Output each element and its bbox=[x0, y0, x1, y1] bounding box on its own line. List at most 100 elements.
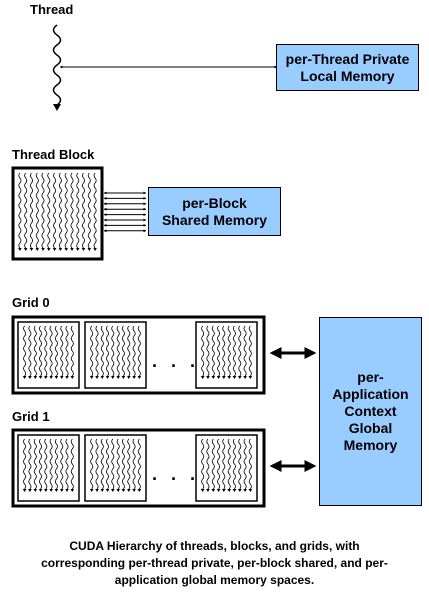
block-thread-arrowhead-3 bbox=[29, 248, 34, 251]
block-thread-arrowhead-7 bbox=[52, 248, 57, 251]
thread-block-threads bbox=[18, 172, 97, 251]
thread-squiggle-arrowhead bbox=[53, 104, 61, 111]
grid0-block3-thread-7 bbox=[232, 325, 236, 377]
per-thread-local-memory: per-Thread Private Local Memory bbox=[276, 44, 419, 91]
grid0-block1-thread-4 bbox=[39, 325, 42, 377]
global-memory-line2: Application bbox=[332, 386, 409, 402]
block-thread-arrowhead-2 bbox=[23, 248, 28, 251]
block-thread-1 bbox=[18, 172, 22, 249]
per-thread-memory-line1: per-Thread Private bbox=[285, 50, 410, 67]
grid0-block1-thread-arrowhead-9 bbox=[65, 376, 69, 379]
grid0-block3-thread-arrowhead-5 bbox=[222, 376, 226, 379]
grid1-block1-thread-2 bbox=[28, 438, 32, 490]
block-thread-arrowhead-10 bbox=[70, 248, 74, 251]
per-block-memory-line2: Shared Memory bbox=[161, 211, 268, 228]
grid1-block3-thread-arrowhead-2 bbox=[206, 489, 210, 492]
grid0-block3-thread-10 bbox=[248, 325, 252, 377]
grid1-block2-thread-arrowhead-2 bbox=[95, 489, 99, 492]
block-thread-3 bbox=[30, 172, 33, 249]
grid0-block3-thread-arrowhead-3 bbox=[211, 376, 216, 379]
grid1-block3-thread-10 bbox=[248, 438, 252, 490]
grid1-block1-thread-3 bbox=[33, 438, 37, 490]
grid0-block1-thread-2 bbox=[28, 325, 32, 377]
grid0-block2-thread-5 bbox=[111, 325, 115, 377]
grid-0-block-2 bbox=[84, 321, 147, 389]
grid0-block2-thread-4 bbox=[106, 325, 109, 377]
grid0-block3-thread-5 bbox=[222, 325, 226, 377]
grid1-block3-thread-4 bbox=[217, 438, 221, 490]
grid0-block3-thread-arrowhead-1 bbox=[200, 376, 205, 379]
grid1-block1-thread-arrowhead-8 bbox=[60, 489, 64, 492]
grid1-block2-thread-arrowhead-4 bbox=[105, 489, 110, 492]
global-memory-line3: Context bbox=[344, 403, 397, 419]
grid0-block2-thread-2 bbox=[95, 325, 99, 377]
grid0-block1-thread-arrowhead-10 bbox=[70, 376, 75, 379]
grid1-block1-thread-arrowhead-1 bbox=[22, 489, 27, 492]
grid0-block1-thread-arrowhead-4 bbox=[38, 376, 43, 379]
grid0-block2-thread-arrowhead-9 bbox=[132, 376, 136, 379]
grid0-block2-thread-arrowhead-10 bbox=[137, 376, 142, 379]
grid1-block2-thread-2 bbox=[95, 438, 99, 490]
grid1-block2-thread-arrowhead-9 bbox=[132, 489, 136, 492]
grid0-block2-thread-arrowhead-8 bbox=[127, 376, 131, 379]
block-thread-13 bbox=[87, 172, 91, 249]
grid0-block1-thread-1 bbox=[23, 325, 27, 377]
grid1-block2-thread-7 bbox=[121, 438, 125, 490]
grid0-block3-thread-8 bbox=[238, 325, 242, 377]
grid1-block1-thread-arrowhead-6 bbox=[49, 489, 53, 492]
grid1-block3-thread-arrowhead-6 bbox=[227, 489, 231, 492]
block-thread-12 bbox=[82, 172, 85, 249]
caption-line3: application global memory spaces. bbox=[114, 573, 315, 587]
grid1-block1-thread-arrowhead-2 bbox=[28, 489, 32, 492]
grid0-block2-thread-arrowhead-5 bbox=[111, 376, 115, 379]
block-thread-arrowhead-14 bbox=[93, 248, 97, 251]
grid1-block2-thread-arrowhead-10 bbox=[137, 489, 142, 492]
grid0-block1-thread-6 bbox=[49, 325, 53, 377]
grid1-block2-thread-8 bbox=[127, 438, 131, 490]
grid1-block2-thread-6 bbox=[116, 438, 120, 490]
thread-squiggle bbox=[52, 24, 62, 106]
grid1-block2-thread-arrowhead-7 bbox=[121, 489, 126, 492]
grid0-block1-thread-arrowhead-5 bbox=[44, 376, 48, 379]
thread-block-label: Thread Block bbox=[12, 147, 95, 162]
grid0-block3-thread-2 bbox=[206, 325, 210, 377]
grid1-block1-thread-arrowhead-7 bbox=[54, 489, 59, 492]
grid1-block1-thread-arrowhead-3 bbox=[33, 489, 37, 492]
grid-1-block-3 bbox=[195, 434, 258, 502]
grid0-block3-thread-arrowhead-10 bbox=[248, 376, 253, 379]
grid1-block3-thread-arrowhead-4 bbox=[216, 489, 221, 492]
grid1-block2-thread-4 bbox=[106, 438, 109, 490]
grid0-block2-thread-arrowhead-3 bbox=[100, 376, 104, 379]
grid1-block1-thread-arrowhead-10 bbox=[70, 489, 75, 492]
grid1-block1-thread-1 bbox=[23, 438, 27, 490]
grid0-block1-thread-arrowhead-2 bbox=[28, 376, 32, 379]
grid0-block1-thread-8 bbox=[60, 325, 64, 377]
grid0-block3-thread-9 bbox=[243, 325, 247, 377]
grid0-block2-thread-8 bbox=[127, 325, 131, 377]
grid-1-label: Grid 1 bbox=[12, 409, 50, 424]
grid1-block2-thread-9 bbox=[132, 438, 136, 490]
grid1-block3-thread-arrowhead-1 bbox=[200, 489, 205, 492]
block-thread-arrowhead-11 bbox=[76, 248, 80, 251]
block-thread-arrowhead-1 bbox=[18, 248, 22, 251]
block-thread-4 bbox=[35, 172, 39, 249]
grid0-block1-thread-9 bbox=[65, 325, 69, 377]
block-thread-arrowhead-12 bbox=[81, 248, 86, 251]
grid1-block3-thread-3 bbox=[211, 438, 215, 490]
grid1-block1-thread-10 bbox=[70, 438, 74, 490]
block-thread-8 bbox=[58, 172, 62, 249]
grid1-block1-thread-6 bbox=[49, 438, 53, 490]
block-thread-arrowhead-8 bbox=[58, 248, 63, 251]
grid1-block3-thread-8 bbox=[238, 438, 242, 490]
grid-1-block-2 bbox=[84, 434, 147, 502]
caption-line1: CUDA Hierarchy of threads, blocks, and g… bbox=[69, 539, 360, 553]
block-thread-2 bbox=[24, 172, 28, 249]
grid1-block2-thread-5 bbox=[111, 438, 115, 490]
grid-0-block-1 bbox=[17, 321, 80, 389]
grid0-block2-thread-arrowhead-6 bbox=[116, 376, 120, 379]
grid0-block2-thread-1 bbox=[90, 325, 94, 377]
grid1-block3-thread-6 bbox=[227, 438, 231, 490]
per-block-shared-memory: per-Block Shared Memory bbox=[148, 187, 281, 236]
grid0-block2-thread-arrowhead-2 bbox=[95, 376, 99, 379]
grid-1-ellipsis: · · · bbox=[152, 469, 200, 489]
